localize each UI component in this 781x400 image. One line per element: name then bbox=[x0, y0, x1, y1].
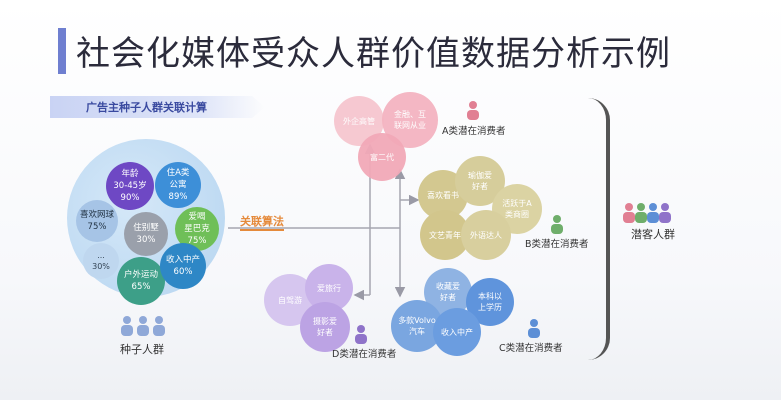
seed-bubble-outdoor: 户外运动 65% bbox=[117, 257, 165, 305]
potential-group-label: 潜客人群 bbox=[631, 228, 675, 241]
ribbon-label: 广告主种子人群关联计算 bbox=[86, 101, 207, 114]
group-c-person-icon bbox=[528, 319, 540, 338]
seed-bubble-apartment: 住A类 公寓 89% bbox=[155, 162, 201, 208]
group-d-bubble-3: 摄影爱 好者 bbox=[300, 302, 350, 352]
seed-bubble-villa: 住别墅 30% bbox=[124, 212, 168, 256]
group-a-label: A类潜在消费者 bbox=[442, 126, 506, 137]
group-b-label: B类潜在消费者 bbox=[525, 239, 589, 250]
right-bracket bbox=[588, 98, 610, 360]
seed-bubble-tennis: 喜欢网球 75% bbox=[76, 200, 118, 242]
ribbon-banner: 广告主种子人群关联计算 bbox=[50, 96, 265, 118]
group-a-person-icon bbox=[467, 101, 479, 120]
group-c-label: C类潜在消费者 bbox=[499, 343, 563, 354]
potential-people-icon bbox=[623, 203, 671, 223]
group-b-person-icon bbox=[551, 215, 563, 234]
group-d-person-icon bbox=[355, 325, 367, 344]
title-accent-bar bbox=[58, 28, 66, 74]
group-a-bubble-3: 富二代 bbox=[358, 133, 406, 181]
page-title: 社会化媒体受众人群价值数据分析示例 bbox=[76, 34, 671, 74]
group-b-bubble-5: 外语达人 bbox=[461, 210, 511, 260]
group-d-label: D类潜在消费者 bbox=[332, 349, 397, 360]
seed-bubble-more: ... 30% bbox=[83, 243, 119, 279]
link-algorithm-label: 关联算法 bbox=[240, 213, 284, 231]
seed-group-label: 种子人群 bbox=[120, 343, 164, 356]
seed-bubble-income: 收入中产 60% bbox=[160, 243, 206, 289]
seed-bubble-starbucks: 爱喝 星巴克 75% bbox=[175, 207, 219, 251]
group-c-bubble-4: 收入中产 bbox=[433, 308, 481, 356]
seed-people-icon bbox=[121, 316, 165, 336]
group-a-bubble-2: 金融、互 联网从业 bbox=[382, 92, 438, 148]
seed-bubble-age: 年龄 30-45岁 90% bbox=[106, 162, 154, 210]
